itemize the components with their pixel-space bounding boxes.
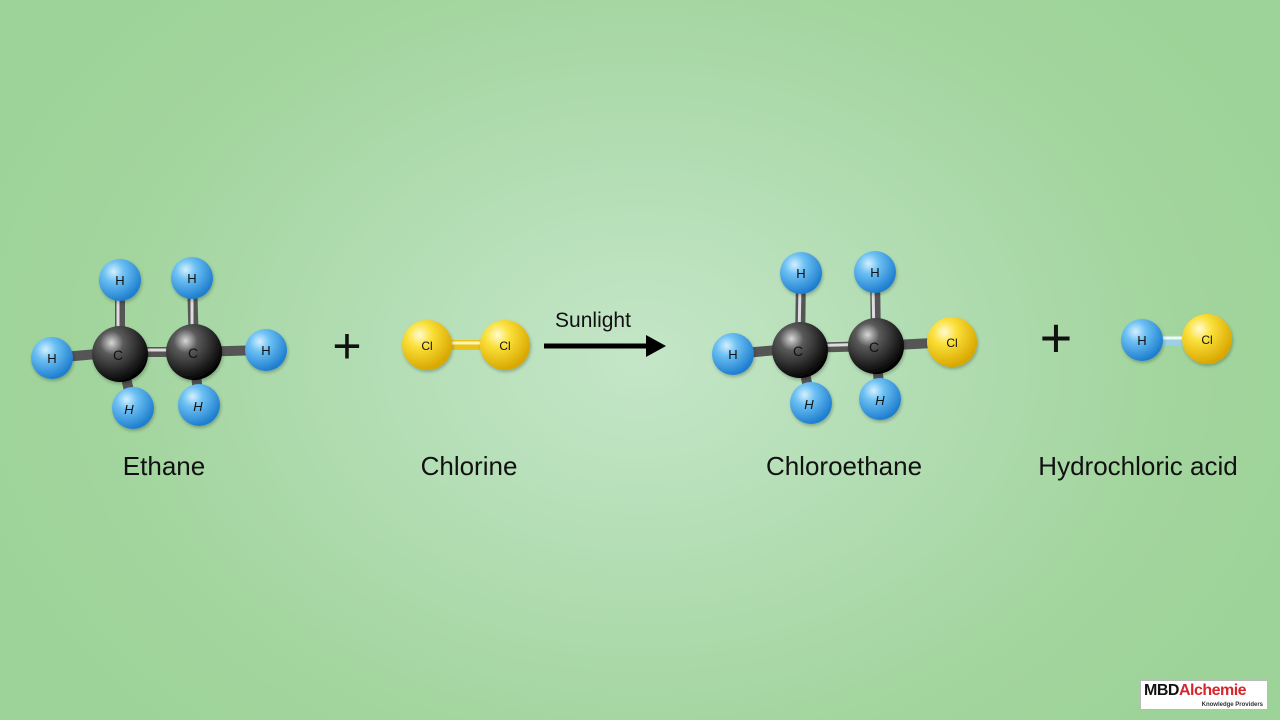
reaction-condition: Sunlight <box>555 309 631 332</box>
svg-text:Cl: Cl <box>1201 333 1212 347</box>
chloroethane-bonds <box>732 271 953 404</box>
hydrogen-atom <box>171 257 213 299</box>
svg-text:Cl: Cl <box>421 339 432 353</box>
reaction-arrow <box>544 335 666 357</box>
hydrogen-atom <box>790 382 832 424</box>
svg-text:H: H <box>870 265 879 280</box>
carbon-atom <box>166 324 222 380</box>
svg-text:H: H <box>47 351 56 366</box>
svg-text:H: H <box>1137 333 1146 348</box>
svg-text:H: H <box>187 271 196 286</box>
svg-text:H: H <box>115 273 124 288</box>
chloroethane-atoms: H H H Cl C C H H <box>712 251 977 424</box>
svg-text:H: H <box>261 343 270 358</box>
brand-logo: MBDAlchemie Knowledge Providers <box>1140 680 1268 710</box>
chlorine-atom <box>480 320 530 370</box>
svg-text:C: C <box>188 345 198 361</box>
ethane-molecule: H H H H C C H H <box>31 257 287 429</box>
hydrogen-atom <box>780 252 822 294</box>
svg-text:H: H <box>124 402 134 417</box>
hydrogen-atom <box>712 333 754 375</box>
hydrogen-atom <box>178 384 220 426</box>
hydrogen-atom <box>854 251 896 293</box>
chlorine-atom <box>1182 314 1232 364</box>
hydrogen-atom <box>31 337 73 379</box>
hydrogen-atom <box>1121 319 1163 361</box>
hydrogen-atom <box>112 387 154 429</box>
svg-text:C: C <box>793 343 803 359</box>
svg-text:H: H <box>193 399 203 414</box>
svg-text:H: H <box>875 393 885 408</box>
hydrogen-atom <box>99 259 141 301</box>
reactant-label: Ethane <box>122 451 206 481</box>
chlorine-atom <box>927 317 977 367</box>
carbon-atom <box>772 322 828 378</box>
chloroethane-molecule: H H H Cl C C H H <box>712 251 977 424</box>
carbon-atom <box>848 318 904 374</box>
svg-text:C: C <box>113 347 123 363</box>
product-label: Chloroethane <box>765 451 923 481</box>
svg-text:Cl: Cl <box>946 336 957 350</box>
reactant-label: Chlorine <box>420 451 518 481</box>
ethane-atoms: H H H H C C H H <box>31 257 287 429</box>
plus-sign: + <box>332 318 362 374</box>
hydrogen-atom <box>859 378 901 420</box>
svg-text:C: C <box>869 339 879 355</box>
svg-text:H: H <box>728 347 737 362</box>
ethane-bonds <box>51 277 267 410</box>
hydrogen-atom <box>245 329 287 371</box>
product-label: Hydrochloric acid <box>1038 451 1238 481</box>
svg-text:H: H <box>796 266 805 281</box>
hydrogen-chloride-molecule: H Cl <box>1121 314 1232 364</box>
svg-text:Cl: Cl <box>499 339 510 353</box>
chlorine-atom <box>402 320 452 370</box>
chlorine-molecule: Cl Cl <box>402 320 530 370</box>
svg-text:H: H <box>804 397 814 412</box>
plus-sign: + <box>1039 306 1073 369</box>
carbon-atom <box>92 326 148 382</box>
